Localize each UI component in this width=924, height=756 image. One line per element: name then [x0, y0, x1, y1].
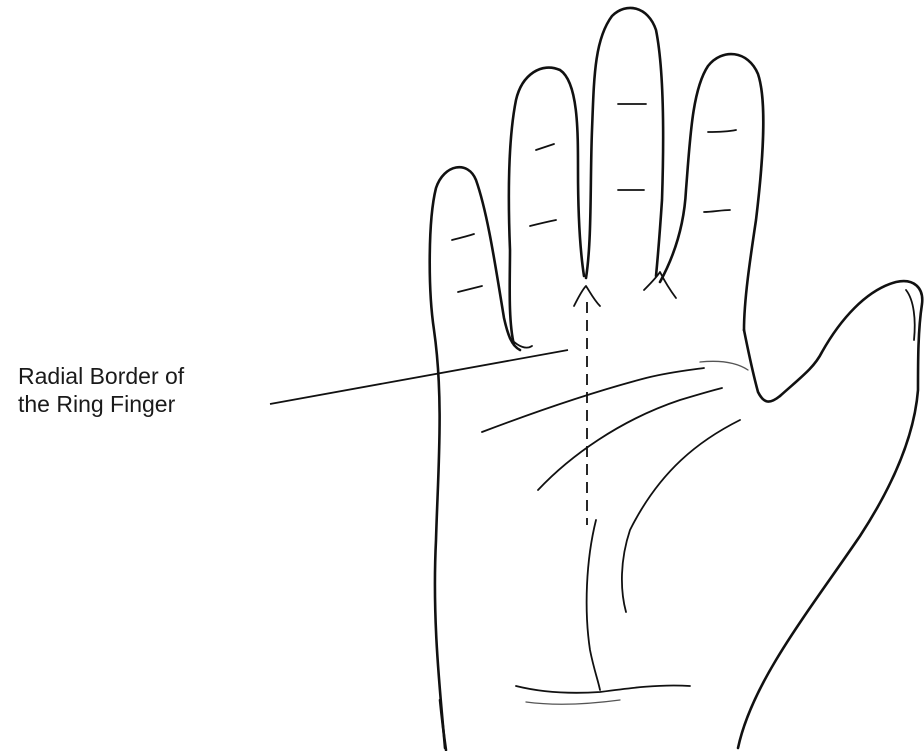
wrist-left: [440, 700, 446, 750]
wrist-crease-1: [516, 685, 690, 692]
hand-outline: [430, 8, 923, 750]
wrist-crease-2: [526, 700, 620, 704]
ring-finger-outline: [509, 68, 584, 345]
minor-crease: [700, 361, 748, 370]
little-finger-outline: [430, 167, 520, 748]
thumb-nail: [906, 290, 915, 340]
web-middle-index: [644, 272, 676, 298]
palm-creases: [482, 361, 748, 704]
label-line-1: Radial Border of: [18, 362, 288, 390]
index-finger-outline: [660, 54, 763, 330]
label-leader-line: [270, 350, 568, 404]
thenar-crease: [587, 520, 600, 690]
index-palm-edge: [744, 330, 780, 402]
thenar-inner: [622, 420, 740, 612]
label-line-2: the Ring Finger: [18, 390, 288, 418]
middle-finger-outline: [586, 8, 663, 278]
thumb-outline: [738, 281, 922, 748]
heart-line: [482, 368, 704, 432]
head-line: [538, 388, 722, 490]
radial-border-label: Radial Border of the Ring Finger: [18, 362, 288, 418]
